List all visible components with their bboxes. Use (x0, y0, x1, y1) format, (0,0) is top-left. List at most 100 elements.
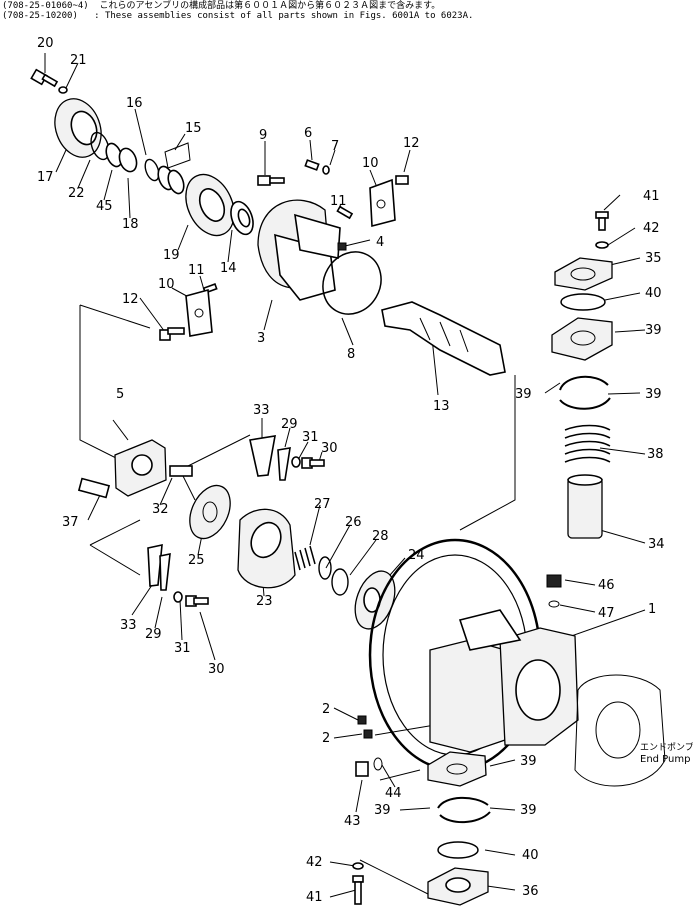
part-pin-32 (169, 465, 193, 477)
label-8: 8 (347, 347, 355, 362)
part-plate-10b (185, 288, 213, 337)
label-23: 23 (256, 594, 273, 609)
part-flange-17 (54, 98, 102, 158)
label-43: 43 (344, 814, 361, 829)
label-7: 7 (331, 139, 339, 154)
part-plug-43 (355, 761, 369, 777)
header-code-1: (708-25-01060~4) (2, 1, 89, 11)
part-snapring-28 (331, 568, 349, 596)
part-cover-35 (554, 257, 613, 291)
part-number-labels: 20 21 16 15 17 22 45 18 19 14 9 6 7 10 1… (37, 36, 665, 905)
part-spring-27 (294, 545, 316, 571)
label-3: 3 (257, 331, 265, 346)
label-39a: 39 (645, 323, 662, 338)
part-plug-2a (357, 715, 367, 725)
header-line-2: (708-25-10200) : These assemblies consis… (2, 11, 473, 21)
part-gasket-39a (551, 317, 613, 361)
label-5: 5 (116, 387, 124, 402)
label-29b: 29 (145, 627, 162, 642)
label-12a: 12 (403, 136, 420, 151)
label-10b: 10 (158, 277, 175, 292)
label-39e: 39 (374, 803, 391, 818)
label-13: 13 (433, 399, 450, 414)
part-cylinder-23 (237, 508, 296, 589)
label-18: 18 (122, 217, 139, 232)
part-bolt-41b (352, 875, 364, 905)
part-washer-42a (595, 241, 609, 249)
label-35: 35 (645, 251, 662, 266)
part-ring-26 (318, 556, 332, 580)
part-bracket-37 (77, 477, 111, 499)
label-12b: 12 (122, 292, 139, 307)
part-ring-39bc (559, 375, 611, 410)
part-bolt-30b (185, 595, 209, 607)
label-21: 21 (70, 53, 87, 68)
part-bolt-41a (595, 211, 609, 231)
label-25: 25 (188, 553, 205, 568)
part-guide-29a (277, 447, 291, 481)
part-plug-4 (337, 242, 347, 251)
label-42b: 42 (306, 855, 323, 870)
part-oring-40b (437, 841, 479, 859)
part-washer-42b (352, 862, 364, 870)
label-19: 19 (163, 248, 180, 263)
header-line-1: (708-25-01060~4) これらのアセンブリの構成部品は第６００１Ａ図か… (2, 1, 473, 11)
part-pin-7 (322, 165, 330, 175)
label-45: 45 (96, 199, 113, 214)
part-oring-44 (373, 757, 383, 771)
part-shoe-33b (147, 543, 163, 587)
label-40a: 40 (645, 286, 662, 301)
part-plate-25 (189, 484, 231, 540)
part-plug-46 (546, 574, 562, 588)
part-bolt-9 (257, 175, 285, 186)
label-28: 28 (372, 529, 389, 544)
label-37: 37 (62, 515, 79, 530)
label-20: 20 (37, 36, 54, 51)
label-26: 26 (345, 515, 362, 530)
label-39f: 39 (520, 803, 537, 818)
label-27: 27 (314, 497, 331, 512)
part-housing-1 (368, 538, 579, 772)
end-pump-jp: エンドポンプ (640, 742, 693, 753)
label-10a: 10 (362, 156, 379, 171)
label-4: 4 (376, 235, 384, 250)
part-case-3 (257, 199, 341, 301)
label-15: 15 (185, 121, 202, 136)
label-9: 9 (259, 128, 267, 143)
end-pump-outline (574, 674, 666, 787)
label-31a: 31 (302, 430, 319, 445)
part-plate-10a (369, 178, 396, 228)
end-pump-caption: エンドポンプ End Pump (640, 742, 693, 765)
figure-header: (708-25-01060~4) これらのアセンブリの構成部品は第６００１Ａ図か… (2, 1, 473, 21)
label-40b: 40 (522, 848, 539, 863)
part-plate-5 (114, 439, 167, 497)
part-guide-29b (159, 553, 171, 591)
label-30b: 30 (208, 662, 225, 677)
part-bolt-30a (301, 457, 325, 469)
part-bolt-20 (30, 68, 59, 88)
part-pin-6 (304, 159, 320, 171)
label-42a: 42 (643, 221, 660, 236)
label-47: 47 (598, 606, 615, 621)
label-33a: 33 (253, 403, 270, 418)
label-44: 44 (385, 786, 402, 801)
label-6: 6 (304, 126, 312, 141)
part-bearing-15 (157, 142, 191, 195)
part-bolt-12b (159, 327, 185, 341)
label-36: 36 (522, 884, 539, 899)
part-bearing-14 (230, 200, 254, 236)
part-washer-31a (291, 456, 301, 468)
label-30a: 30 (321, 441, 338, 456)
label-41a: 41 (643, 189, 660, 204)
label-38: 38 (647, 447, 664, 462)
part-shoe-33a (249, 435, 276, 477)
part-ring-39ef (437, 796, 491, 824)
header-text-jp: これらのアセンブリの構成部品は第６００１Ａ図から第６０２３Ａ図まで含みます。 (99, 1, 441, 11)
header-code-2: (708-25-10200) (2, 11, 78, 21)
part-ring-18 (118, 147, 138, 173)
label-32: 32 (152, 502, 169, 517)
label-33b: 33 (120, 618, 137, 633)
label-31b: 31 (174, 641, 191, 656)
part-snapring-16 (144, 158, 160, 182)
part-sleeve-34 (567, 474, 603, 539)
